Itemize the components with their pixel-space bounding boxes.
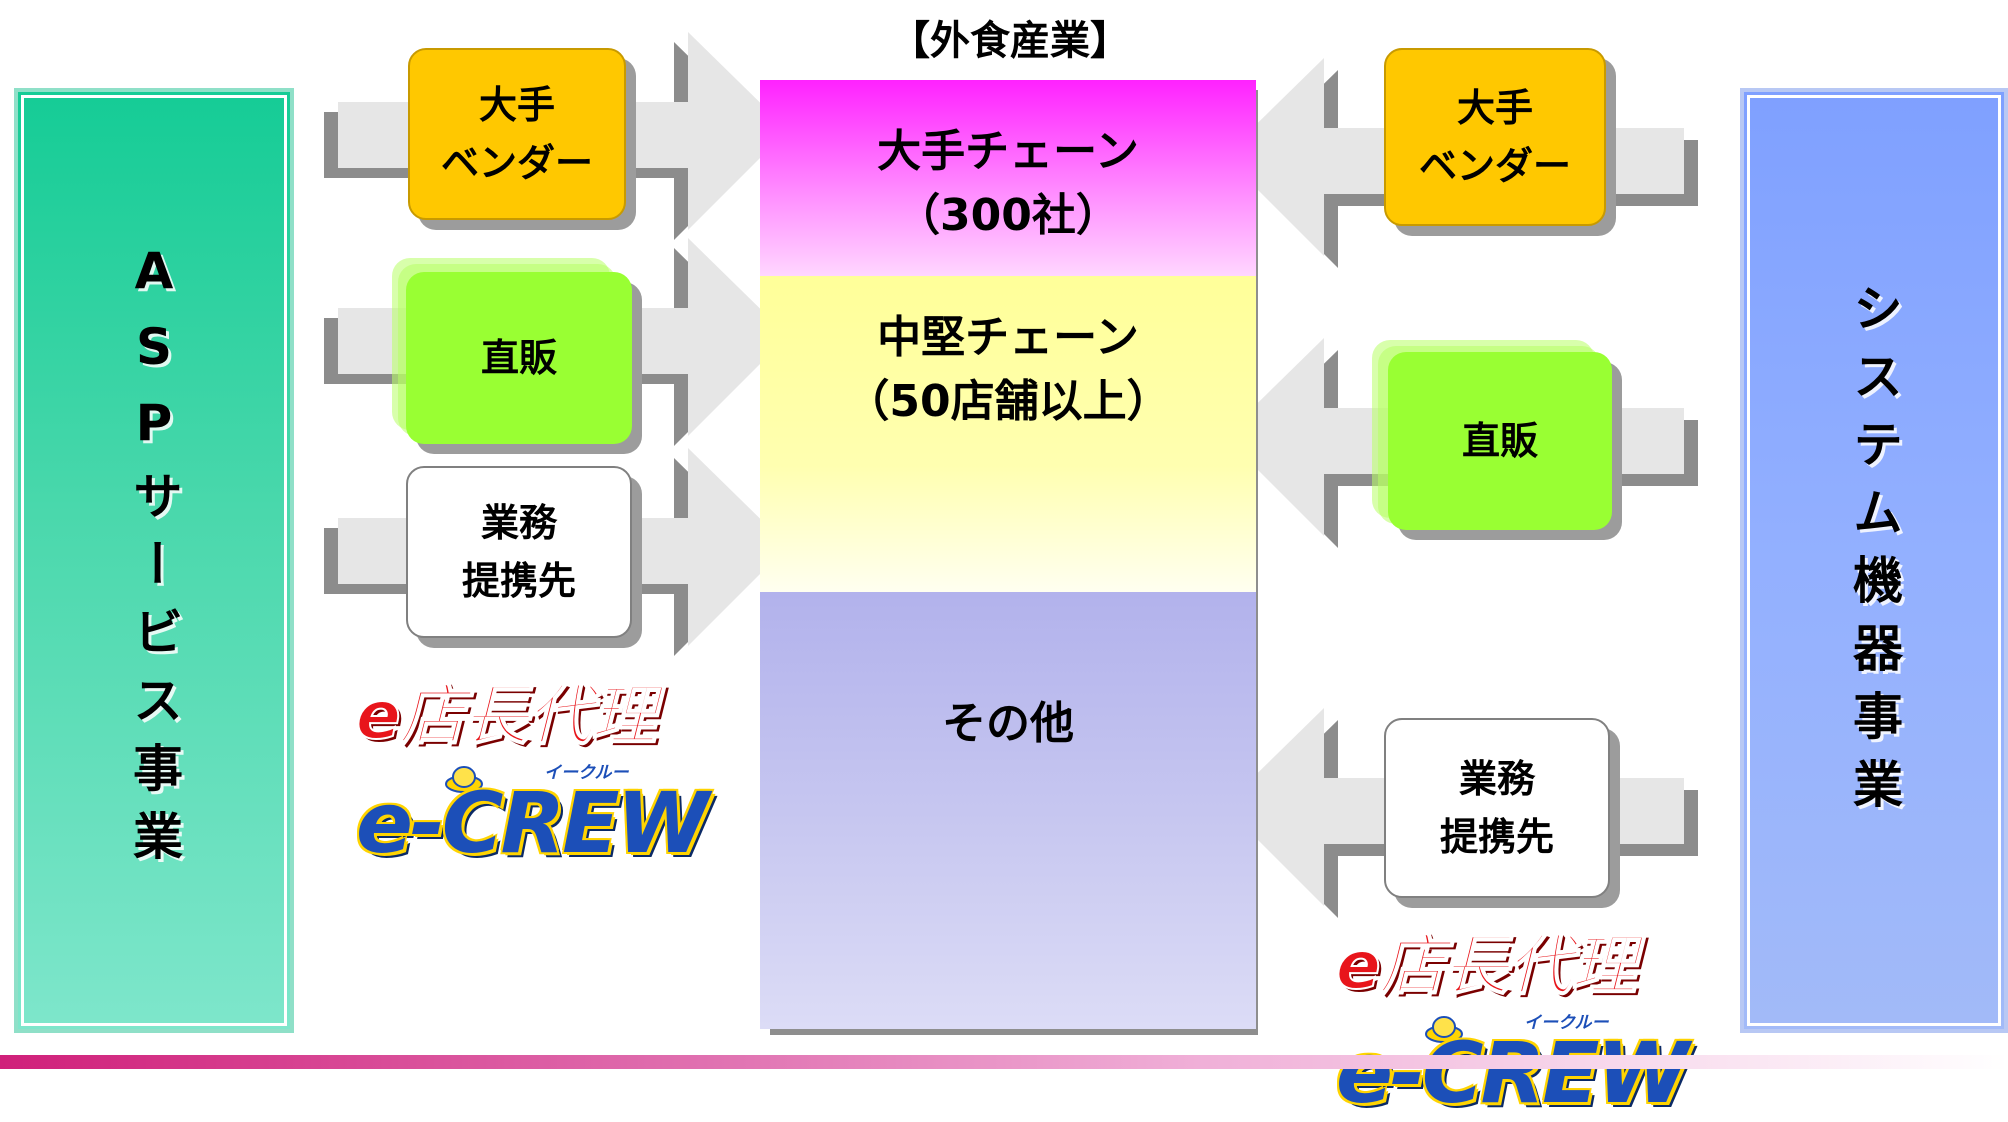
logo-ruby-text: イークルー bbox=[1524, 1013, 1609, 1033]
segment-other: その他 bbox=[760, 592, 1256, 1029]
left-vendor-box: 大手 ベンダー bbox=[408, 48, 626, 220]
asp-service-panel: ASPサービス事業 bbox=[14, 88, 294, 1033]
right-e-crew-logo: e店長代理 イークルー e-CREW bbox=[1335, 912, 1689, 1122]
segment-large-chain: 大手チェーン （300社） bbox=[760, 80, 1256, 276]
logo-brand-text: e店長代理 bbox=[355, 676, 658, 755]
right-partner-box: 業務 提携先 bbox=[1384, 718, 1610, 898]
right-direct-box: 直販 bbox=[1388, 352, 1612, 530]
logo-brand-text: e店長代理 bbox=[1335, 926, 1638, 1005]
cap-icon bbox=[445, 766, 483, 793]
left-e-crew-logo: e店長代理 イークルー e-CREW bbox=[355, 662, 709, 872]
system-equipment-panel: システム機器事業 bbox=[1740, 88, 2008, 1033]
system-equipment-label: システム機器事業 bbox=[1845, 282, 1903, 826]
market-title: 【外食産業】 bbox=[890, 18, 1130, 64]
footer-accent-strip bbox=[0, 1055, 2008, 1069]
logo-ruby-text: イークルー bbox=[544, 763, 629, 783]
logo-product-text: e-CREW bbox=[1336, 1024, 1689, 1122]
left-partner-box: 業務 提携先 bbox=[406, 466, 632, 638]
left-direct-box: 直販 bbox=[406, 272, 632, 444]
logo-product-text: e-CREW bbox=[356, 774, 709, 872]
cap-icon bbox=[1425, 1016, 1463, 1043]
segment-mid-chain: 中堅チェーン （50店舗以上） bbox=[760, 276, 1256, 592]
right-vendor-box: 大手 ベンダー bbox=[1384, 48, 1606, 226]
asp-service-label: ASPサービス事業 bbox=[125, 242, 183, 878]
